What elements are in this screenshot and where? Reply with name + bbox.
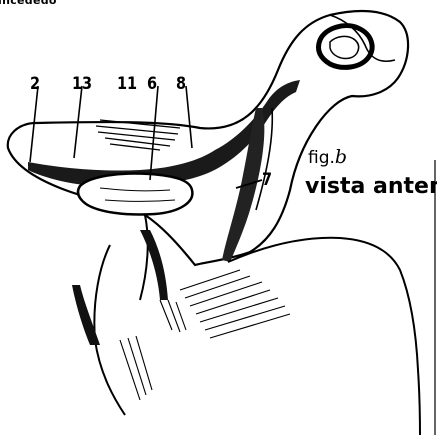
lower-muscle-mass <box>140 230 168 300</box>
callout-13: 13 <box>72 74 92 94</box>
armpit-curve <box>140 215 148 300</box>
callout-6: 6 <box>147 74 157 94</box>
shoulder-outline <box>228 238 420 435</box>
torso-outline <box>94 245 125 415</box>
callout-7: 7 <box>262 170 272 190</box>
callout-8: 8 <box>176 74 186 94</box>
callout-11: 11 <box>117 74 137 94</box>
articular-ring-inner <box>330 36 359 58</box>
torso-hatching <box>120 270 290 400</box>
muscle-6-belly <box>78 174 192 215</box>
callout-2: 2 <box>30 74 40 94</box>
view-caption: vista antera <box>305 174 437 199</box>
figure-label: fig.b <box>308 146 347 168</box>
figure-letter: b <box>335 146 347 168</box>
